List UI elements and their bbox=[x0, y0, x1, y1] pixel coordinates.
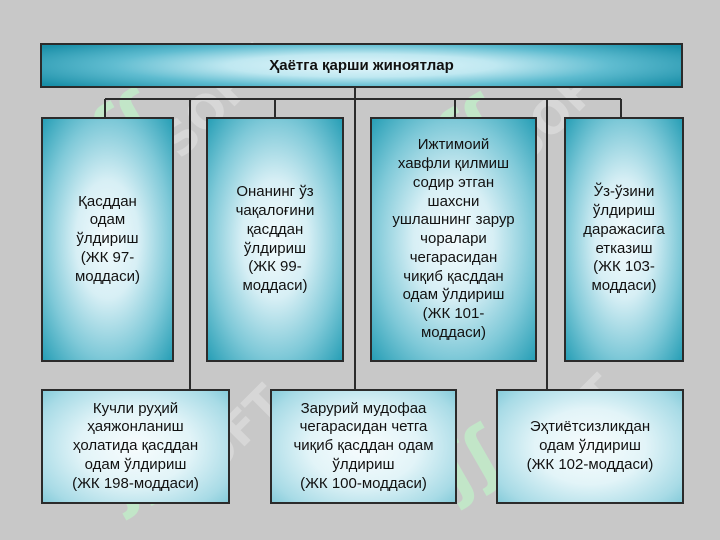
node-infanticide: Онанинг ўз чақалоғини қасддан ўлдириш (Ж… bbox=[206, 117, 344, 362]
node-label: Эҳтиётсизликдан одам ўлдириш (ЖК 102-мод… bbox=[526, 418, 654, 473]
node-label: Онанинг ўз чақалоғини қасддан ўлдириш (Ж… bbox=[235, 183, 315, 294]
node-label: Ўз-ўзини ўлдириш даражасига етказиш (ЖК … bbox=[583, 183, 665, 294]
node-label: Зарурий мудофаа чегарасидан четга чиқиб … bbox=[293, 399, 434, 492]
node-negligent-homicide: Эҳтиётсизликдан одам ўлдириш (ЖК 102-мод… bbox=[496, 389, 684, 504]
node-excess-arrest-measures: Ижтимоий хавфли қилмиш содир этган шахсн… bbox=[370, 117, 537, 362]
node-incitement-suicide: Ўз-ўзини ўлдириш даражасига етказиш (ЖК … bbox=[564, 117, 684, 362]
node-label: Ижтимоий хавфли қилмиш содир этган шахсн… bbox=[392, 136, 515, 341]
node-excess-self-defense: Зарурий мудофаа чегарасидан четга чиқиб … bbox=[270, 389, 457, 504]
node-label: Кучли руҳий ҳаяжонланиш ҳолатида қасддан… bbox=[72, 399, 199, 492]
node-intentional-murder: Қасддан одам ўлдириш (ЖК 97- моддаси) bbox=[41, 117, 174, 362]
node-passion-murder: Кучли руҳий ҳаяжонланиш ҳолатида қасддан… bbox=[41, 389, 230, 504]
node-label: Қасддан одам ўлдириш (ЖК 97- моддаси) bbox=[74, 192, 141, 285]
diagram-title-box: Ҳаётга қарши жиноятлар bbox=[40, 43, 683, 88]
diagram-title: Ҳаётга қарши жиноятлар bbox=[269, 57, 454, 74]
